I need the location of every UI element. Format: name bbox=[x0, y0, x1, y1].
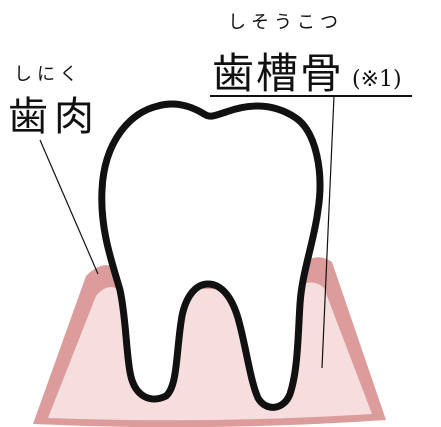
gum-term: 歯肉 bbox=[8, 94, 100, 140]
gum-leader-line bbox=[40, 140, 98, 274]
alveolar-bone-reading: しそうこつ bbox=[228, 12, 343, 33]
alveolar-bone bbox=[48, 282, 372, 420]
alveolar-bone-term: 歯槽骨 bbox=[212, 49, 344, 98]
gum-reading: しにく bbox=[14, 64, 83, 85]
alveolar-bone-note: (※1) bbox=[352, 67, 402, 92]
